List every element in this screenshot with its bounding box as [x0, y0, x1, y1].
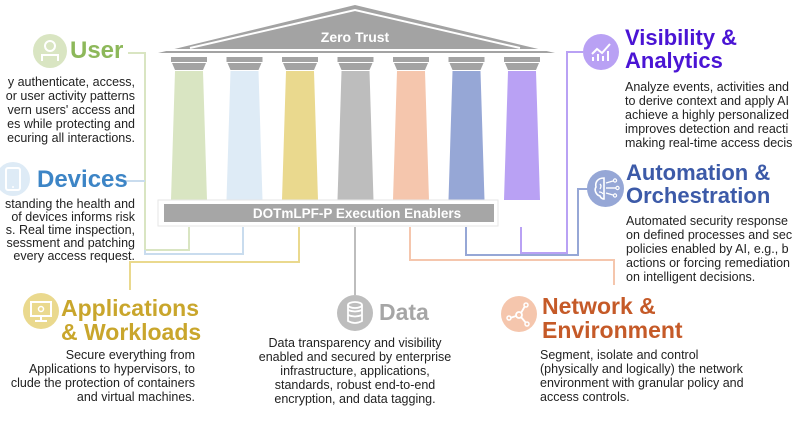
pillar-user [171, 57, 207, 200]
brain-circuit-icon [587, 170, 624, 207]
analytics-chart-icon [583, 34, 619, 70]
user-icon [33, 34, 67, 68]
pillar-data [337, 57, 374, 200]
network-nodes-icon [501, 296, 537, 332]
applications-description: Secure everything from Applications to h… [10, 348, 195, 404]
temple-roof: Zero Trust [158, 5, 555, 53]
connector-visibility [520, 51, 583, 254]
pillar-visibility [504, 57, 540, 200]
pillar-applications [282, 57, 318, 200]
base-label: DOTmLPF-P Execution Enablers [253, 206, 461, 221]
user-title: User [70, 37, 124, 64]
devices-description: standing the health and of devices infor… [5, 197, 135, 263]
connector-devices-2 [144, 227, 244, 255]
data-title: Data [379, 299, 429, 325]
visibility-title: Visibility & Analytics [625, 25, 738, 74]
temple-pillars [171, 57, 540, 200]
pillar-automation [448, 57, 485, 200]
automation-title: Automation & Orchestration [626, 160, 771, 209]
roof-label: Zero Trust [321, 29, 390, 45]
database-icon [337, 295, 373, 331]
devices-title: Devices [37, 166, 128, 193]
connector-automation [465, 188, 588, 256]
network-description: Segment, isolate and control (physically… [540, 348, 744, 404]
automation-description: Automated security response on defined p… [626, 214, 793, 284]
temple-base: DOTmLPF-P Execution Enablers [157, 199, 499, 227]
network-title: Network & Environment [542, 293, 683, 344]
applications-title: Applications & Workloads [61, 295, 202, 346]
data-description: Data transparency and visibility enabled… [258, 336, 452, 406]
monitor-gear-icon [23, 293, 59, 329]
pillar-devices [226, 57, 263, 200]
pillar-network [393, 57, 429, 200]
connector-network [409, 227, 615, 285]
tablet-icon [0, 162, 30, 196]
user-description: y authenticate, access, or user activity… [5, 75, 135, 145]
connector-applications [129, 227, 300, 290]
visibility-description: Analyze events, activities and to derive… [625, 80, 793, 150]
